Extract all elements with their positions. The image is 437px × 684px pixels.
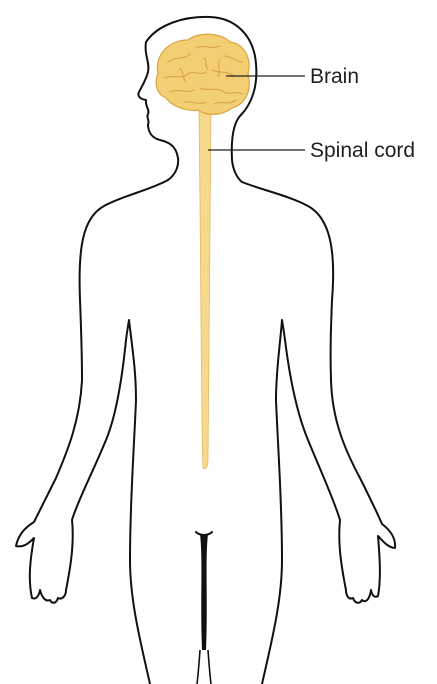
brain-folds — [163, 45, 243, 105]
leg-gap-lines — [196, 649, 212, 684]
spinal-cord-label: Spinal cord — [310, 139, 415, 162]
brain-shape — [155, 33, 250, 115]
brain — [155, 33, 250, 115]
head-outline — [145, 15, 258, 183]
left-side-outline — [15, 179, 169, 684]
face-profile — [137, 41, 180, 181]
spinal-cord — [198, 107, 212, 470]
body-outline — [15, 15, 397, 684]
crotch-shadow — [200, 534, 208, 650]
right-side-outline — [241, 181, 397, 684]
brain-label: Brain — [310, 65, 359, 88]
